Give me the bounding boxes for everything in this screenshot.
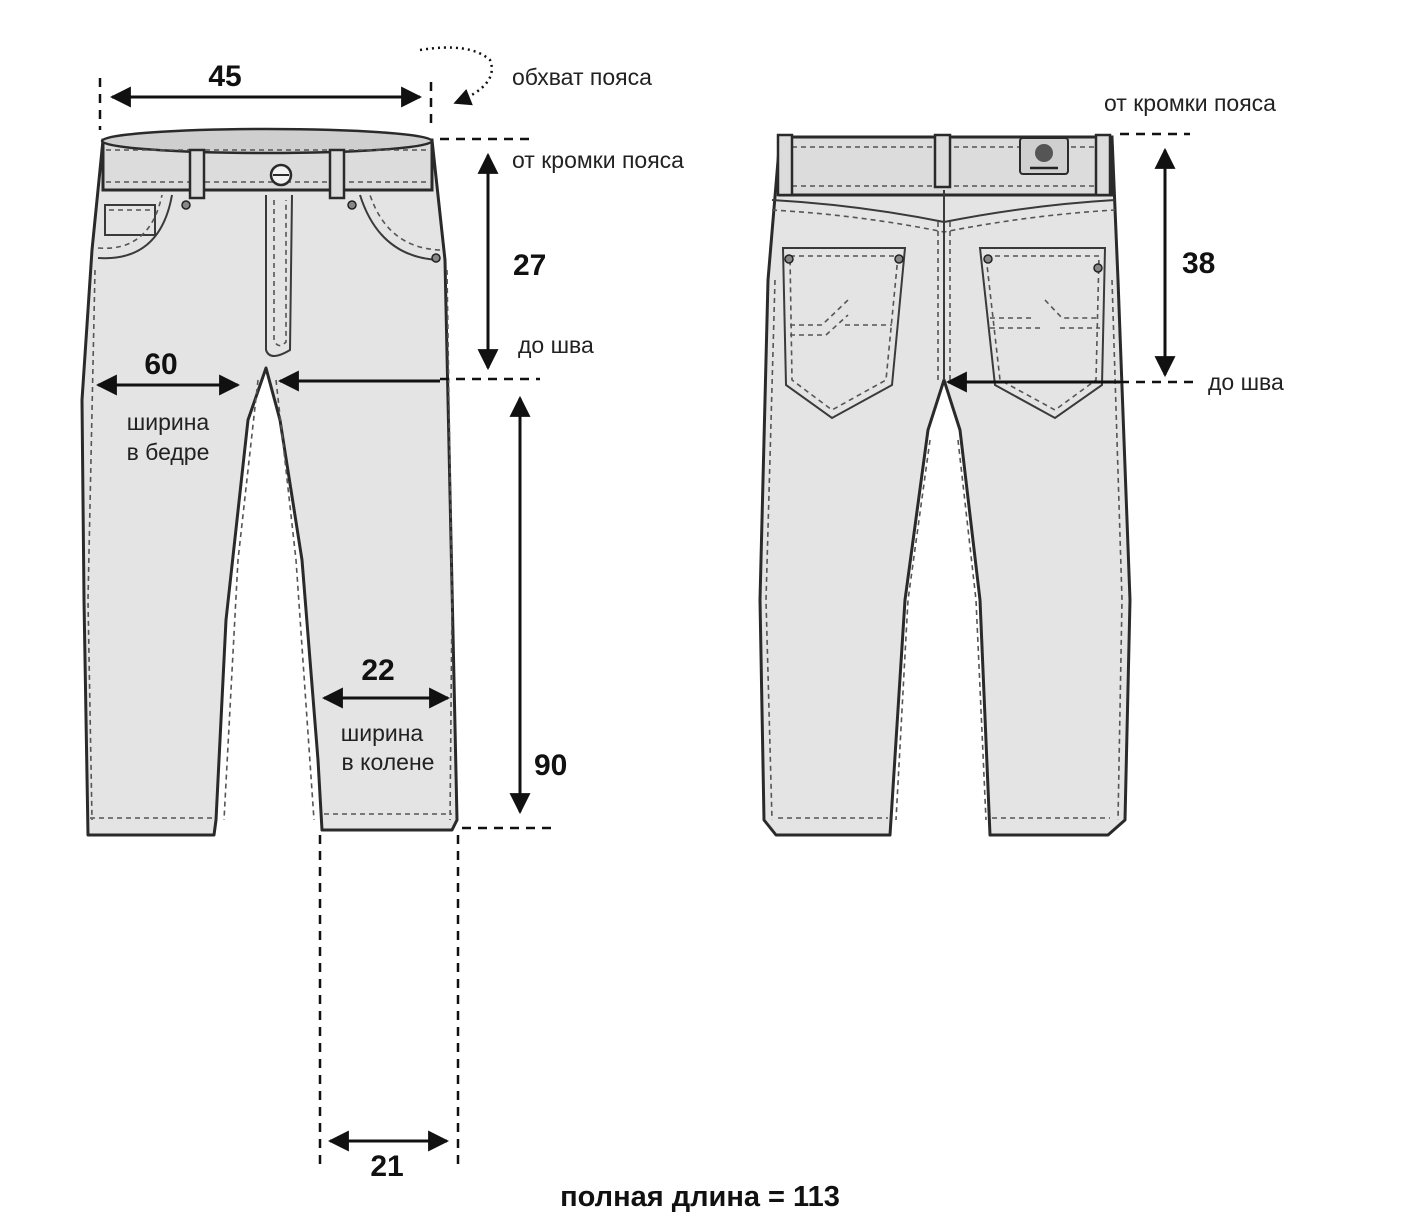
back-jeans-drawing	[758, 133, 1132, 837]
knee-value: 22	[361, 654, 394, 687]
waist-circumference-label: обхват пояса	[512, 64, 652, 90]
front-rise-measurement: от кромки пояса 27 до шва	[277, 137, 684, 392]
total-length-label: полная длина = 113	[560, 1181, 840, 1213]
inseam-measurement: 90	[462, 395, 567, 830]
back-rise-measurement: от кромки пояса 38 до шва	[945, 90, 1284, 395]
hip-label-line2: в бедре	[127, 439, 210, 465]
waist-value: 45	[208, 60, 241, 93]
hem-value: 21	[370, 1150, 403, 1183]
front-jeans-drawing	[80, 127, 459, 837]
back-rise-top-label: от кромки пояса	[1104, 90, 1276, 116]
front-rise-bottom-label: до шва	[518, 332, 594, 358]
back-rise-bottom-label: до шва	[1208, 369, 1284, 395]
knee-measurement: 22 ширина в колене	[321, 654, 451, 775]
inseam-value: 90	[534, 749, 567, 782]
hip-value: 60	[144, 348, 177, 381]
hip-label-line1: ширина	[127, 409, 210, 435]
back-rise-value: 38	[1182, 247, 1215, 280]
front-rise-value: 27	[513, 249, 546, 282]
hip-measurement: 60 ширина в бедре	[95, 348, 241, 465]
front-rise-top-label: от кромки пояса	[512, 147, 684, 173]
brand-patch-icon	[1019, 137, 1069, 175]
knee-label-line1: ширина	[341, 720, 424, 746]
waist-measurement: 45 обхват пояса	[98, 46, 652, 130]
knee-label-line2: в колене	[342, 749, 435, 775]
hem-measurement: 21	[318, 835, 460, 1183]
